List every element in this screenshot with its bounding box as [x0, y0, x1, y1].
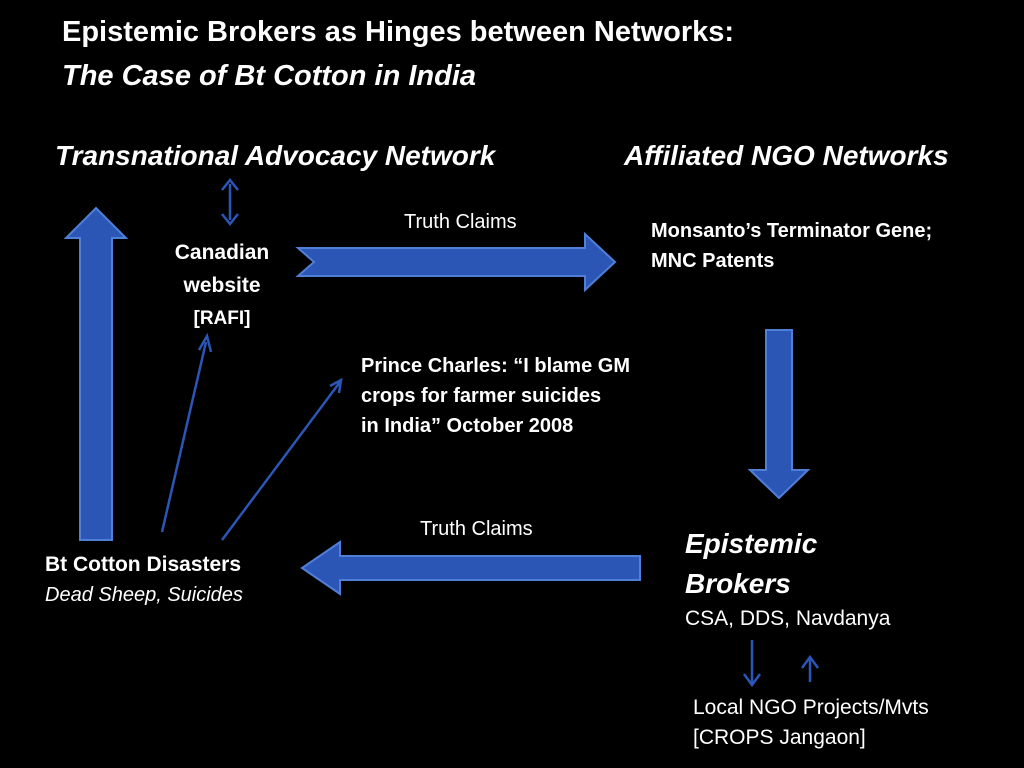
node-prince-charles: Prince Charles: “I blame GM crops for fa…	[361, 351, 630, 441]
double-arrow-small	[221, 177, 239, 227]
thin-arrow-to-prince	[220, 377, 343, 541]
thin-arrow-to-rafi	[160, 332, 213, 533]
monsanto-line-2: MNC Patents	[651, 250, 775, 272]
node-bt-cotton: Bt Cotton Disasters Dead Sheep, Suicides	[45, 550, 243, 610]
title-line-1: Epistemic Brokers as Hinges between Netw…	[62, 16, 735, 48]
monsanto-line-1: Monsanto’s Terminator Gene;	[651, 220, 933, 242]
network-left-heading: Transnational Advocacy Network	[55, 140, 496, 171]
slide-title: Epistemic Brokers as Hinges between Netw…	[62, 10, 734, 98]
small-arrow-down	[742, 640, 762, 688]
truth-claims-label-top: Truth Claims	[404, 211, 517, 233]
canadian-line-1: Canadian	[174, 241, 270, 264]
block-arrow-right-top	[295, 231, 617, 293]
block-arrow-left-bottom	[300, 540, 641, 596]
brokers-line-1: Epistemic	[685, 528, 818, 559]
brokers-line-3: CSA, DDS, Navdanya	[685, 607, 891, 630]
small-arrow-up	[800, 654, 820, 682]
bt-line-2: Dead Sheep, Suicides	[45, 584, 243, 606]
node-epistemic-brokers: Epistemic Brokers CSA, DDS, Navdanya	[685, 524, 890, 634]
network-right-heading: Affiliated NGO Networks	[624, 140, 949, 171]
prince-line-2: crops for farmer suicides	[361, 385, 602, 407]
local-line-2: [CROPS Jangaon]	[693, 726, 866, 749]
canadian-line-3: [RAFI]	[193, 308, 251, 329]
truth-claims-label-bottom: Truth Claims	[420, 518, 533, 540]
brokers-line-2: Brokers	[685, 568, 791, 599]
node-local-ngo: Local NGO Projects/Mvts [CROPS Jangaon]	[693, 693, 929, 753]
block-arrow-down-right	[747, 329, 811, 500]
title-line-2: The Case of Bt Cotton in India	[62, 60, 477, 92]
node-canadian-website: Canadian website [RAFI]	[160, 236, 284, 335]
bt-line-1: Bt Cotton Disasters	[45, 553, 242, 576]
prince-line-3: in India” October 2008	[361, 415, 574, 437]
canadian-line-2: website	[183, 274, 261, 297]
node-monsanto: Monsanto’s Terminator Gene; MNC Patents	[651, 216, 932, 276]
block-arrow-up-left	[63, 206, 129, 541]
local-line-1: Local NGO Projects/Mvts	[693, 696, 929, 719]
prince-line-1: Prince Charles: “I blame GM	[361, 355, 630, 377]
